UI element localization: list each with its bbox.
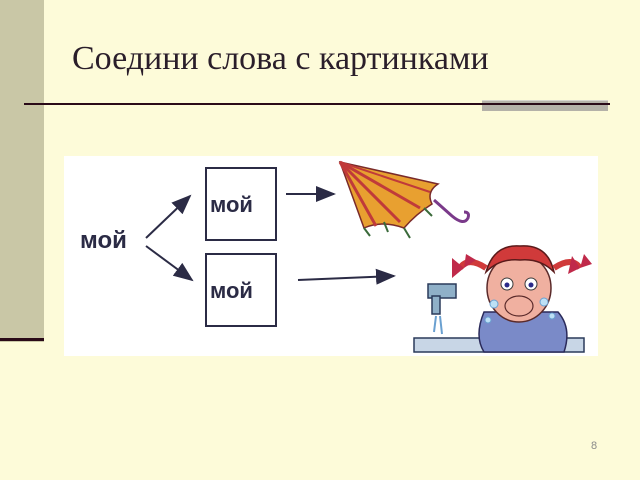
title-rule (24, 103, 610, 105)
title-rule-accent-line (482, 103, 608, 105)
source-word: мой (80, 227, 127, 254)
word-box-1[interactable] (205, 167, 277, 241)
word-box-2[interactable] (205, 253, 277, 327)
word-box-1-label: мой (210, 192, 253, 217)
left-decorative-bar (0, 0, 46, 342)
slide-title: Соедини слова с картинками (72, 40, 489, 77)
word-box-2-label: мой (210, 278, 253, 303)
title-rule-accent (482, 100, 608, 111)
arrow-to-girl (297, 268, 396, 285)
page-number: 8 (591, 440, 598, 452)
branch-arrow-up (145, 194, 192, 239)
exercise-panel: мой мой мой (64, 156, 598, 356)
umbrella-icon (338, 160, 470, 239)
exercise-diagram: мой мой мой (80, 160, 592, 353)
branch-arrow-down (145, 245, 194, 282)
girl-washing-face-icon (413, 245, 592, 353)
left-bar-underline (0, 338, 44, 341)
